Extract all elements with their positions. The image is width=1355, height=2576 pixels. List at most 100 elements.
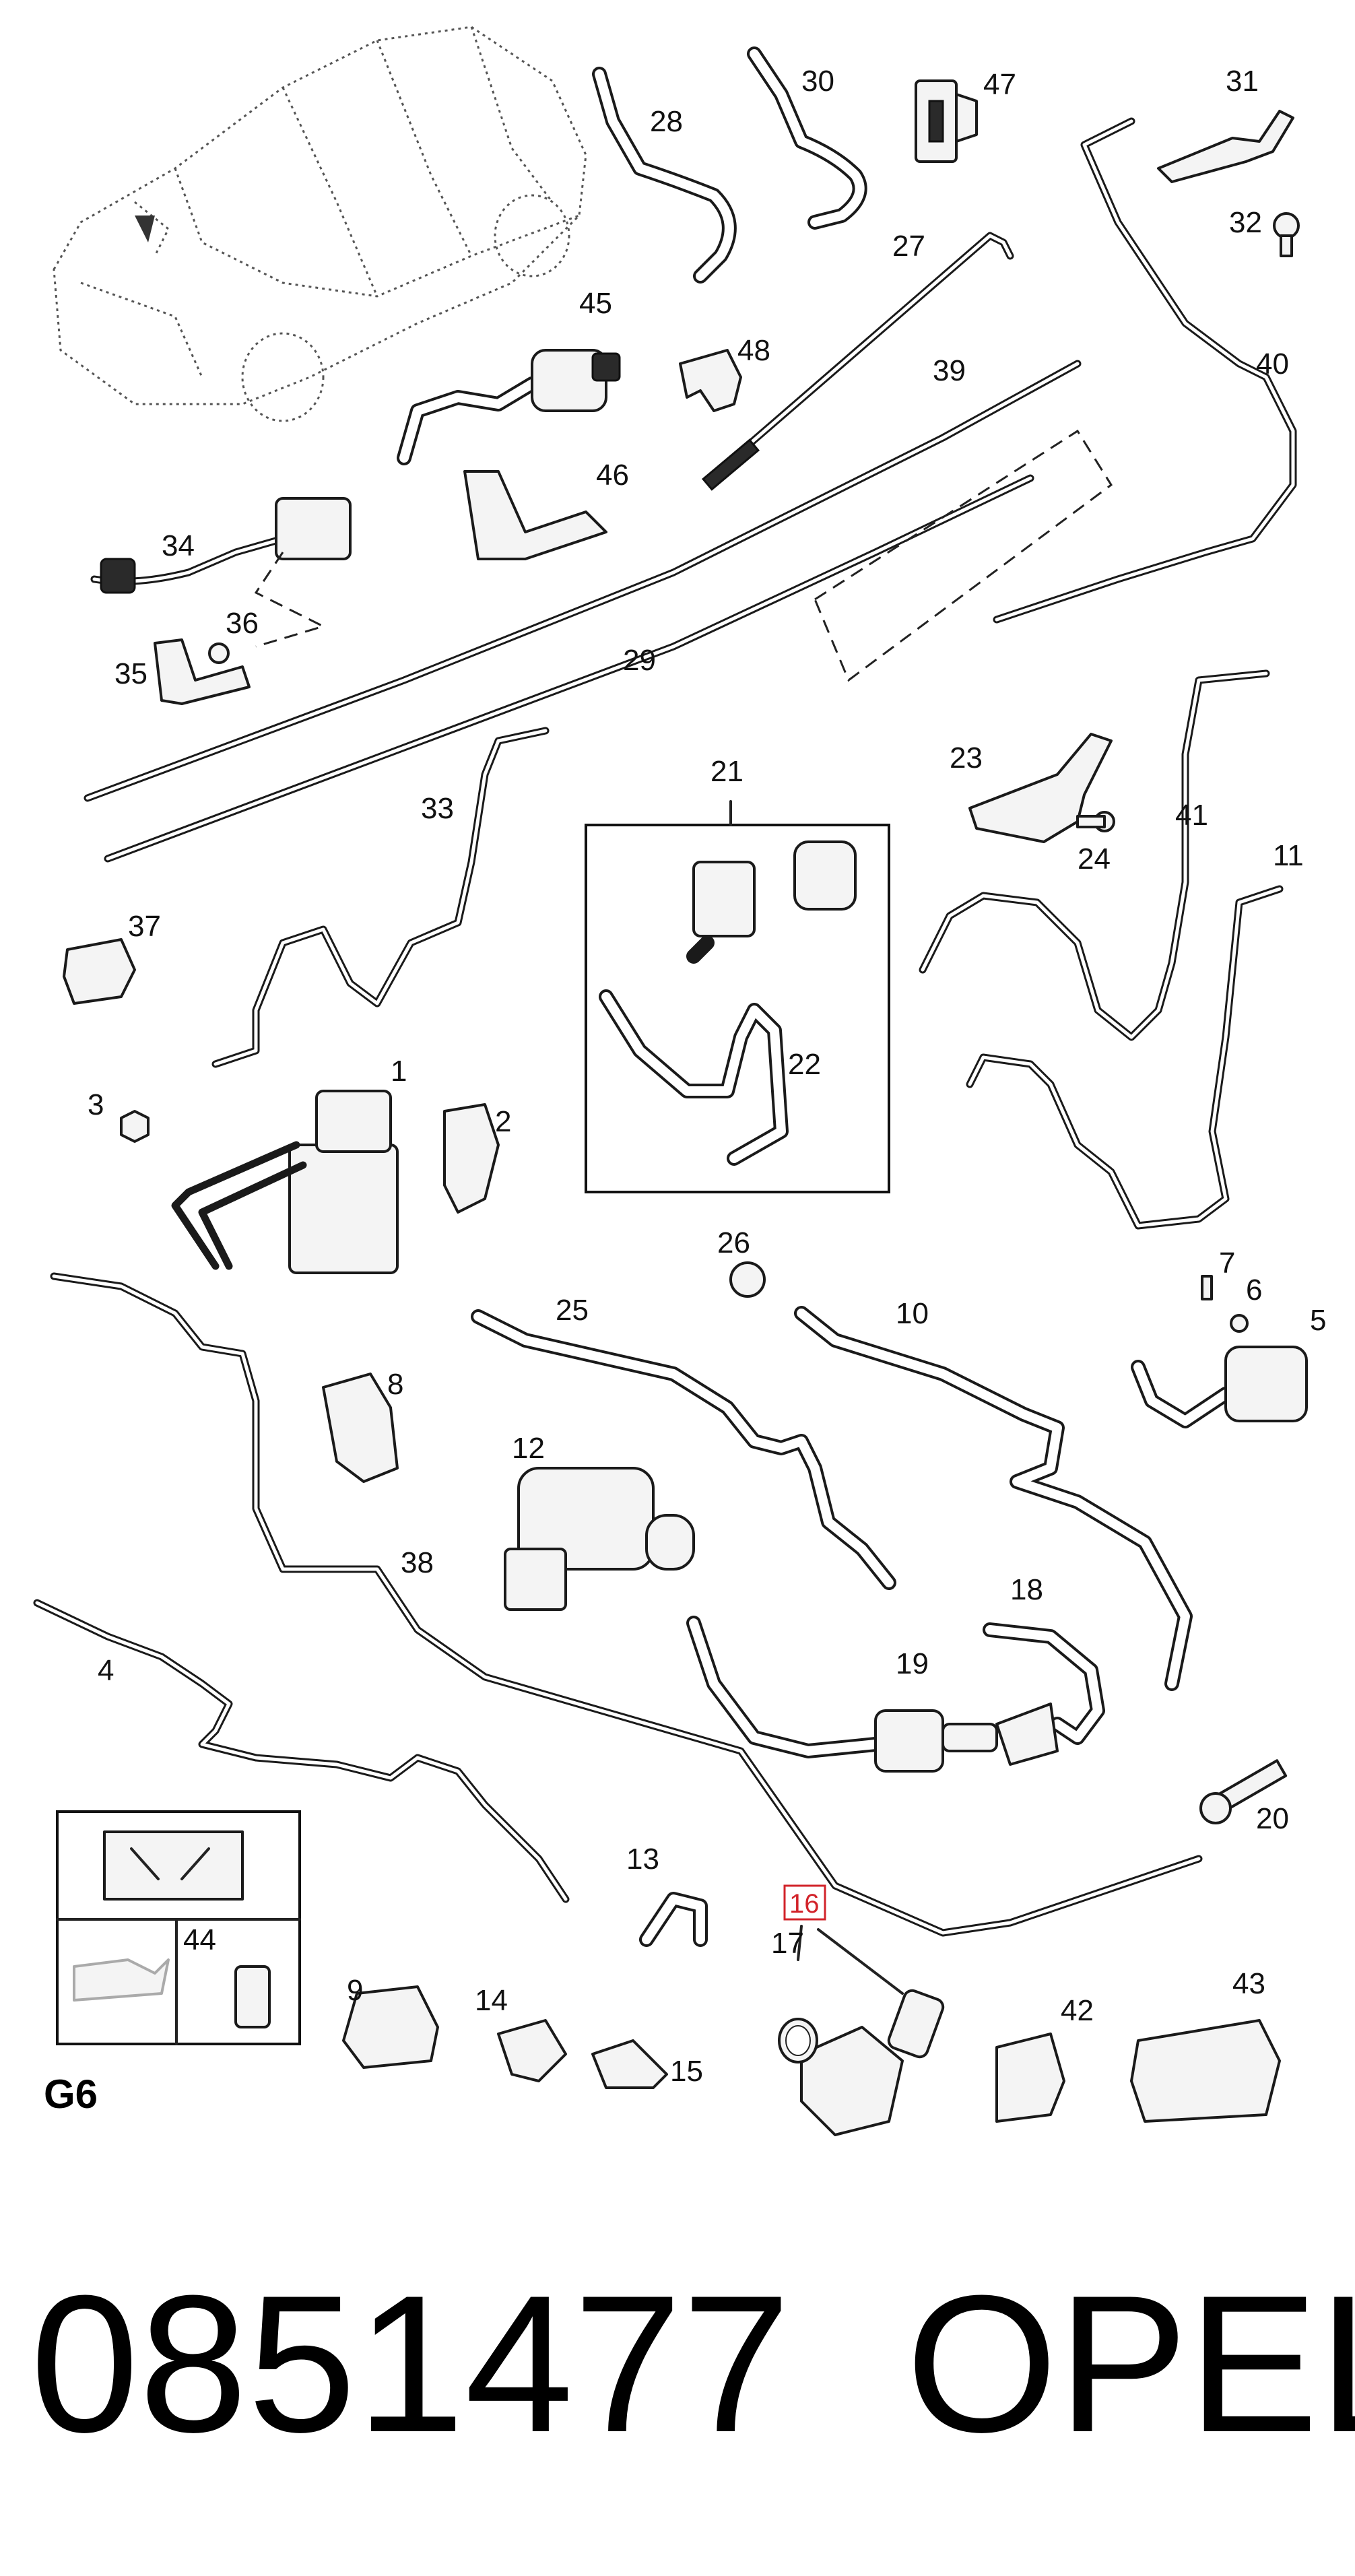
part-48-clip [679, 349, 742, 412]
part-45-valve [397, 349, 621, 465]
label-46: 46 [596, 459, 629, 492]
part-24-bolt [1076, 811, 1115, 832]
part-44-sensor [234, 1965, 271, 2028]
label-25: 25 [556, 1294, 589, 1327]
part-27-rod [701, 232, 1014, 491]
label-32: 32 [1229, 206, 1262, 239]
label-34: 34 [162, 529, 195, 562]
label-24: 24 [1078, 843, 1111, 876]
brand-name: OPEL [906, 2255, 1355, 2473]
label-22: 22 [788, 1048, 821, 1081]
manual-icon [103, 1830, 244, 1901]
part-16-sensor [800, 1989, 945, 2136]
label-38: 38 [401, 1546, 434, 1579]
label-28: 28 [650, 105, 683, 138]
part-15-clip [591, 2039, 668, 2089]
label-35: 35 [114, 657, 147, 690]
part-35-bracket [154, 638, 251, 705]
label-13: 13 [626, 1843, 659, 1876]
label-16-highlight-box [783, 1884, 826, 1921]
part-number: 0851477 [30, 2255, 791, 2473]
label-47: 47 [983, 68, 1016, 101]
label-7: 7 [1219, 1247, 1235, 1280]
part-8-sensor [322, 1373, 399, 1483]
label-12: 12 [512, 1432, 545, 1465]
part-39-pipe [84, 360, 1082, 802]
part-38-pipe [50, 1272, 1203, 1937]
label-5: 5 [1310, 1304, 1326, 1337]
label-16: 16 [789, 1889, 820, 1919]
label-1: 1 [391, 1055, 407, 1088]
label-15: 15 [670, 2055, 703, 2088]
part-41-hose [919, 669, 1270, 1041]
part-17-o-ring [778, 2018, 818, 2063]
label-20: 20 [1256, 1802, 1289, 1835]
part-31-bracket [1157, 110, 1294, 183]
label-42: 42 [1061, 1994, 1094, 2027]
part-14-clip [497, 2019, 567, 2082]
label-31: 31 [1226, 65, 1259, 98]
part-32-bolt [1273, 212, 1300, 257]
part-40-pipe [993, 117, 1297, 624]
label-41: 41 [1175, 799, 1208, 832]
label-39: 39 [933, 354, 966, 387]
part-28-hose [592, 67, 737, 284]
section-code: G6 [44, 2072, 98, 2117]
part-36-bolt [208, 642, 230, 664]
part-33-hose [211, 727, 550, 1068]
part-30-hose [747, 46, 867, 230]
part-23-bracket [968, 733, 1113, 843]
part-3-nut [120, 1110, 150, 1143]
label-27: 27 [892, 230, 925, 263]
label-21: 21 [710, 755, 743, 788]
label-45: 45 [579, 287, 612, 320]
part-5-valve [1131, 1346, 1308, 1428]
label-37: 37 [128, 910, 161, 943]
part-4-pipe [33, 1599, 570, 1903]
part-12-valve [504, 1467, 695, 1611]
label-10: 10 [896, 1297, 929, 1330]
part-17-leader [797, 1925, 803, 1961]
label-29: 29 [623, 644, 656, 677]
part-22-hose [599, 989, 789, 1166]
label-44: 44 [183, 1923, 216, 1956]
part-10-hose [794, 1306, 1193, 1691]
label-17: 17 [771, 1927, 804, 1960]
part-47-bracket [915, 79, 978, 163]
label-11: 11 [1273, 839, 1304, 872]
label-2: 2 [495, 1105, 511, 1138]
label-26: 26 [717, 1226, 750, 1259]
label-6: 6 [1246, 1274, 1262, 1307]
part-26-clamp [729, 1261, 766, 1298]
part-7-screw [1201, 1275, 1213, 1300]
oil-can-icon [73, 1958, 170, 2002]
part-37-clip [63, 938, 136, 1005]
part-21-frame [585, 824, 890, 1193]
label-36: 36 [226, 607, 259, 640]
part-29-dashed-outline [814, 429, 1113, 682]
label-3: 3 [88, 1088, 104, 1121]
label-48: 48 [737, 334, 770, 367]
part-25-hose [471, 1309, 896, 1590]
label-19: 19 [896, 1647, 929, 1680]
part-42-clip [995, 2033, 1065, 2123]
part-1-canister [171, 1090, 399, 1274]
label-14: 14 [475, 1984, 508, 2017]
part-9-clip [342, 1985, 439, 2069]
part-labels: 1 2 3 4 5 6 7 8 9 10 11 12 13 14 15 16 1… [88, 65, 1326, 2088]
reference-box [56, 1810, 301, 2045]
part-16-leader [817, 1928, 904, 1995]
part-18-hose [983, 1622, 1105, 1745]
part-19-hose [686, 1616, 1059, 1773]
part-13-hose [639, 1892, 708, 1947]
label-9: 9 [347, 1974, 363, 2007]
part-2-bracket [443, 1103, 500, 1214]
vehicle-outline [53, 26, 587, 422]
label-4: 4 [98, 1654, 114, 1687]
part-6-ring [1230, 1314, 1249, 1333]
label-43: 43 [1232, 1967, 1265, 2000]
label-30: 30 [801, 65, 834, 98]
label-33: 33 [421, 792, 454, 825]
part-34-valve [90, 497, 352, 594]
